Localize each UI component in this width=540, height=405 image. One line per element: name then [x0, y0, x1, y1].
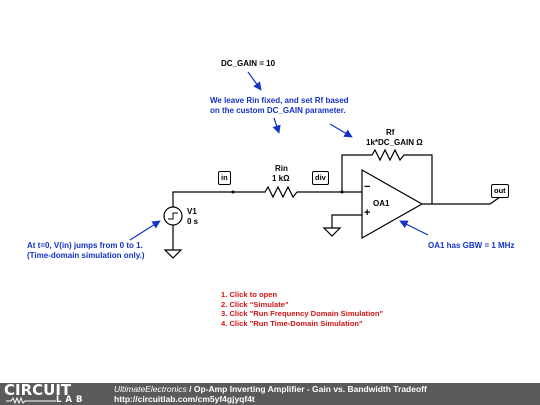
rin-resistor-symbol[interactable] [233, 185, 298, 199]
instruction-freq-sim: 3. Click "Run Frequency Domain Simulatio… [221, 309, 384, 318]
junction-dot [340, 190, 344, 194]
net-label-out[interactable]: out [491, 184, 509, 198]
opamp-minus-sign: − [364, 181, 371, 193]
instruction-simulate: 2. Click "Simulate" [221, 299, 289, 309]
ground-icon [163, 249, 183, 259]
rf-value-label: 1k*DC_GAIN Ω [366, 138, 423, 147]
v1-value-label: 0 s [187, 217, 199, 226]
v1-note-line2: (Time-domain simulation only.) [27, 251, 145, 260]
oa1-name-label: OA1 [373, 199, 390, 208]
opamp-plus-sign: + [364, 207, 371, 219]
instruction-time-sim: 4. Click "Run Time-Domain Simulation" [221, 318, 363, 328]
opamp-symbol[interactable] [361, 168, 424, 240]
dc-gain-parameter[interactable]: DC_GAIN = 10 [221, 59, 276, 68]
footer-circuit-title[interactable]: Op-Amp Inverting Amplifier - Gain vs. Ba… [193, 384, 427, 394]
circuitlab-logo[interactable]: CIRCUIT [4, 381, 72, 399]
annotation-arrows [129, 71, 429, 241]
footer-bar: CIRCUIT LAB UltimateElectronics / Op-Amp… [0, 383, 540, 405]
rf-name-label: Rf [386, 128, 395, 137]
ground-icon [322, 227, 342, 237]
footer-title: UltimateElectronics / Op-Amp Inverting A… [114, 384, 427, 394]
v1-source-symbol[interactable] [163, 206, 183, 226]
rin-value-label: 1 kΩ [272, 174, 290, 183]
rf-resistor-symbol[interactable] [367, 148, 407, 162]
footer-url-link[interactable]: http://circuitlab.com/cm5yf4gjyqf4t [114, 394, 255, 404]
rin-name-label: Rin [275, 164, 288, 173]
rin-note-line2: on the custom DC_GAIN parameter. [210, 106, 346, 115]
footer-separator: / [186, 384, 194, 394]
net-label-in[interactable]: in [218, 171, 231, 185]
wires [172, 154, 501, 250]
circuitlab-logo-lab: LAB [56, 395, 87, 405]
oa1-note: OA1 has GBW = 1 MHz [428, 241, 515, 250]
footer-author[interactable]: UltimateElectronics [114, 384, 187, 394]
waveform-icon [6, 397, 56, 404]
net-label-div[interactable]: div [312, 171, 329, 185]
rin-note-line1: We leave Rin fixed, and set Rf based [210, 96, 349, 105]
v1-note-line1: At t=0, V(in) jumps from 0 to 1. [27, 241, 143, 250]
instruction-open[interactable]: 1. Click to open [221, 290, 278, 299]
v1-name-label: V1 [187, 207, 197, 216]
